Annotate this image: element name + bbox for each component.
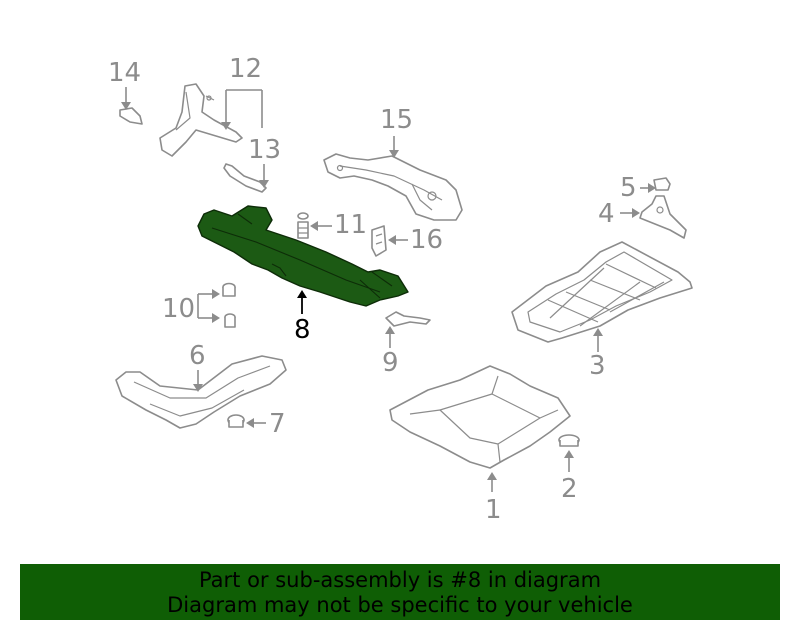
- part-10-fasteners[interactable]: [222, 282, 236, 328]
- callout-8-leader: [297, 290, 307, 314]
- part-7-nut[interactable]: [227, 414, 245, 428]
- part-13-bracket[interactable]: [223, 163, 267, 193]
- callout-3: 3: [589, 351, 606, 381]
- part-2-nut[interactable]: [558, 434, 580, 447]
- part-12-bracket[interactable]: [159, 83, 243, 157]
- banner-line-2: Diagram may not be specific to your vehi…: [167, 593, 633, 617]
- callout-10: 10: [162, 294, 195, 324]
- part-14-clip[interactable]: [119, 107, 143, 125]
- part-1-lower-cover[interactable]: [389, 365, 571, 469]
- callout-15: 15: [380, 105, 413, 135]
- callout-6: 6: [189, 341, 206, 371]
- callout-13: 13: [248, 135, 281, 165]
- callout-12: 12: [229, 54, 262, 84]
- callout-16: 16: [410, 225, 443, 255]
- part-3-splash-shield[interactable]: [511, 241, 693, 343]
- callout-11: 11: [334, 210, 367, 240]
- part-4-bracket[interactable]: [639, 195, 687, 239]
- part-16-bracket[interactable]: [371, 225, 387, 257]
- part-11-bolt[interactable]: [297, 212, 309, 239]
- part-5-nut[interactable]: [653, 177, 671, 191]
- part-8-undercover-highlighted[interactable]: [197, 205, 409, 307]
- callout-leaders: [121, 87, 656, 492]
- info-banner: Part or sub-assembly is #8 in diagram Di…: [20, 564, 780, 620]
- callout-2: 2: [561, 474, 578, 504]
- parts-diagram: 14 12 13 15 11 16 5 4 3 2 1 10 9 6 7 8: [108, 54, 693, 525]
- callout-7: 7: [269, 409, 286, 439]
- part-15-bracket[interactable]: [323, 153, 463, 221]
- part-6-bracket-rail[interactable]: [115, 355, 287, 429]
- callout-4: 4: [598, 199, 615, 229]
- callout-1: 1: [485, 495, 502, 525]
- callout-14: 14: [108, 58, 141, 88]
- callout-5: 5: [620, 173, 637, 203]
- callout-8: 8: [294, 315, 311, 345]
- banner-line-1: Part or sub-assembly is #8 in diagram: [198, 568, 602, 592]
- callout-9: 9: [382, 348, 399, 378]
- part-9-bracket[interactable]: [385, 311, 431, 327]
